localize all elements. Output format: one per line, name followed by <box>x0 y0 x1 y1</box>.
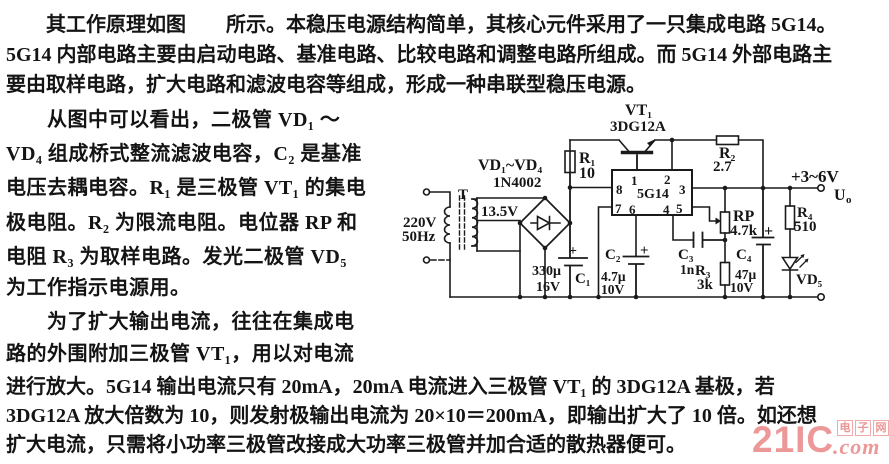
label-diode-type: 1N4002 <box>493 175 541 191</box>
circuit-schematic: T 220V 50Hz VD₁~VD₄ 1N4002 13.5V + 330μ … <box>402 102 852 301</box>
text-line: 其工作原理如图 所示。本稳压电源结构简单，其核心元件采用了一只集成电路 5G14… <box>6 14 837 36</box>
text-line: 极电阻。R₂ 为限流电阻。电位器 RP 和 <box>6 212 358 234</box>
label-c4-voltage: 10V <box>730 280 754 295</box>
resistor-r2 <box>715 135 764 188</box>
text-line: VD₄ 组成桥式整流滤波电容，C₂ 是基准 <box>6 143 362 165</box>
label-r2: R₂ <box>719 145 736 162</box>
capacitor-c4 <box>751 186 775 298</box>
label-c2-value: 4.7μ <box>601 269 626 284</box>
label-c1-plus: + <box>569 244 577 259</box>
label-pin4: 4 <box>663 202 670 217</box>
ic-5g14 <box>597 139 721 298</box>
resistor-r1 <box>564 139 613 189</box>
label-ic: 5G14 <box>637 187 669 202</box>
label-r2-value: 2.7 <box>713 159 732 175</box>
led-vd5 <box>781 254 809 298</box>
label-secondary-voltage: 13.5V <box>481 204 518 220</box>
label-r3-value: 3k <box>697 277 714 293</box>
label-pin5: 5 <box>676 201 683 216</box>
circuit-labels: T 220V 50Hz VD₁~VD₄ 1N4002 13.5V + 330μ … <box>402 102 852 297</box>
capacitor-c1 <box>558 171 588 298</box>
label-vt1: VT₁ <box>625 102 652 119</box>
label-r1-value: 10 <box>579 165 595 182</box>
label-vt1-type: 3DG12A <box>610 119 666 135</box>
label-pin1: 1 <box>631 173 638 188</box>
resistor-r3 <box>719 261 731 298</box>
label-c4: C₄ <box>736 247 752 263</box>
label-pin7: 7 <box>615 201 622 216</box>
label-pin8: 8 <box>616 182 623 197</box>
label-rp-value: 4.7k <box>730 223 758 239</box>
output-rails <box>449 184 825 301</box>
potentiometer-rp <box>719 187 731 264</box>
text-line: 扩大电流，只需将小功率三极管改接成大功率三极管并加合适的散热器便可。 <box>6 434 686 456</box>
label-output-u: U <box>834 187 846 204</box>
watermark-cn-char: 电 <box>837 420 853 436</box>
label-mains-voltage: 220V <box>403 215 437 231</box>
label-c1-voltage: 16V <box>536 280 560 295</box>
text-line: 电压去耦电容。R₁ 是三极管 VT₁ 的集电 <box>6 177 367 199</box>
text-line: 要由取样电路，扩大电路和滤波电容等组成，形成一种串联型稳压电源。 <box>6 74 646 96</box>
text-line: 从图中可以看出，二极管 VD₁ ～ <box>6 109 341 131</box>
label-c4-value: 47μ <box>735 267 757 282</box>
resistor-r4 <box>784 187 796 259</box>
label-r4: R₄ <box>797 205 813 221</box>
transformer-group <box>422 188 546 298</box>
text-line: 路的外围附加三极管 VT₁，用以对电流 <box>6 343 355 365</box>
label-c1: C₁ <box>575 271 590 287</box>
watermark-brand: 21IC <box>752 419 835 460</box>
label-c2-plus: + <box>640 243 649 259</box>
label-c2: C₂ <box>605 247 621 263</box>
label-output-u-sub: o <box>846 194 852 206</box>
capacitor-c2 <box>622 255 650 298</box>
label-c1-value: 330μ <box>532 264 561 279</box>
label-mains-frequency: 50Hz <box>402 229 436 245</box>
label-output-voltage: +3~6V <box>791 167 840 186</box>
label-c2-voltage: 10V <box>601 282 625 297</box>
label-c4-plus: + <box>764 223 773 240</box>
label-r3: R₃ <box>695 263 711 279</box>
watermark-cn-char: 子 <box>855 420 871 436</box>
label-pin6: 6 <box>629 202 636 217</box>
text-line: 5G14 内部电路主要由启动电路、基准电路、比较电路和调整电路所组成。而 5G1… <box>6 44 833 66</box>
label-vd5: VD₅ <box>796 272 823 288</box>
label-r1: R₁ <box>579 150 596 167</box>
label-rp: RP <box>733 208 755 225</box>
label-pin3: 3 <box>679 182 686 197</box>
text-line: 3DG12A 放大倍数为 10，则发射极输出电流为 20×10＝200mA，即输… <box>6 405 817 427</box>
text-line: 为工作指示电源用。 <box>6 277 191 299</box>
label-c3: C₃ <box>678 247 694 263</box>
label-diodes: VD₁~VD₄ <box>478 157 542 174</box>
label-transformer: T <box>458 187 468 203</box>
text-line: 进行放大。5G14 输出电流只有 20mA，20mA 电流进入三极管 VT₁ 的… <box>6 376 775 398</box>
capacitor-c3 <box>692 231 726 248</box>
label-r4-value: 510 <box>794 219 817 235</box>
junction-dots <box>517 137 793 300</box>
text-line: 为了扩大输出电流，往往在集成电 <box>6 311 355 333</box>
label-c3-value: 1n <box>680 262 695 277</box>
text-line: 电阻 R₃ 为取样电路。发光二极管 VD₅ <box>6 246 347 268</box>
label-pin2: 2 <box>664 172 671 187</box>
watermark-domain: .com <box>833 434 881 459</box>
